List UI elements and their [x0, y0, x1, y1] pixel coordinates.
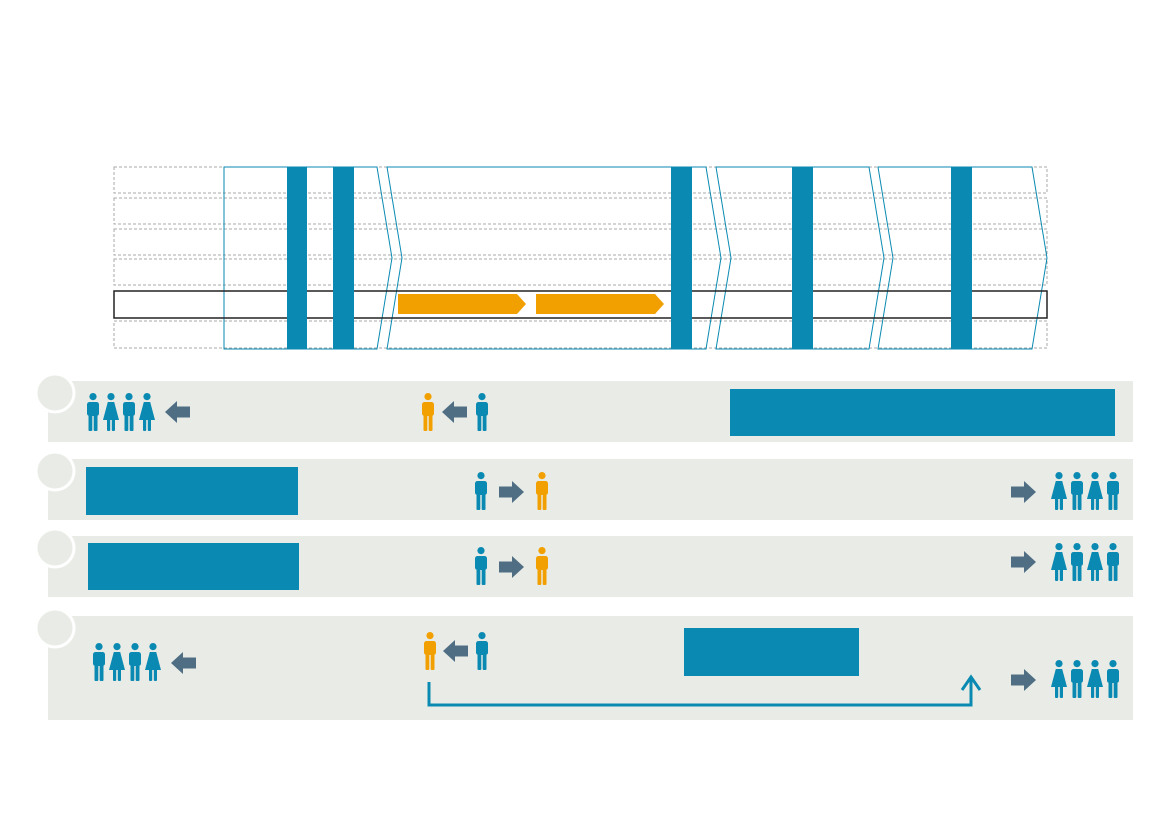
row-markers: [34, 372, 76, 649]
row-2: [86, 467, 1119, 515]
milestone-bar-2: [333, 167, 354, 349]
row-3: [88, 543, 1119, 590]
row-4-bg: [48, 616, 1133, 720]
lane-6: [113, 320, 1048, 349]
milestone-bar-5: [951, 167, 972, 349]
lane-1: [113, 166, 1048, 194]
row-2-marker: [34, 450, 76, 492]
highlighted-lane: [113, 290, 1048, 319]
orange-process-arrows: [398, 294, 664, 314]
row-1: [87, 389, 1115, 436]
row-4-marker: [34, 607, 76, 649]
feedback-connector: [427, 678, 973, 707]
row-1-box: [730, 389, 1115, 436]
timeline-grid: [113, 166, 1048, 349]
row-backgrounds: [48, 381, 1133, 720]
row-3-marker: [34, 527, 76, 569]
row-4: [93, 628, 1119, 707]
milestone-bar-3: [671, 167, 692, 349]
phase-1: [223, 166, 393, 350]
process-arrow-1: [398, 294, 526, 314]
phase-3: [715, 166, 885, 350]
milestone-bars: [287, 167, 972, 349]
lane-2: [113, 197, 1048, 225]
phase-4: [877, 166, 1048, 350]
row-4-box: [684, 628, 859, 676]
row-3-box: [88, 543, 299, 590]
milestone-bar-1: [287, 167, 307, 349]
row-1-marker: [34, 372, 76, 414]
milestone-bar-4: [792, 167, 813, 349]
row-2-box: [86, 467, 298, 515]
lane-3: [113, 228, 1048, 256]
process-arrow-2: [536, 294, 664, 314]
lane-4: [113, 258, 1048, 286]
phase-2: [386, 166, 722, 350]
arrow-up-icon: [960, 674, 982, 691]
